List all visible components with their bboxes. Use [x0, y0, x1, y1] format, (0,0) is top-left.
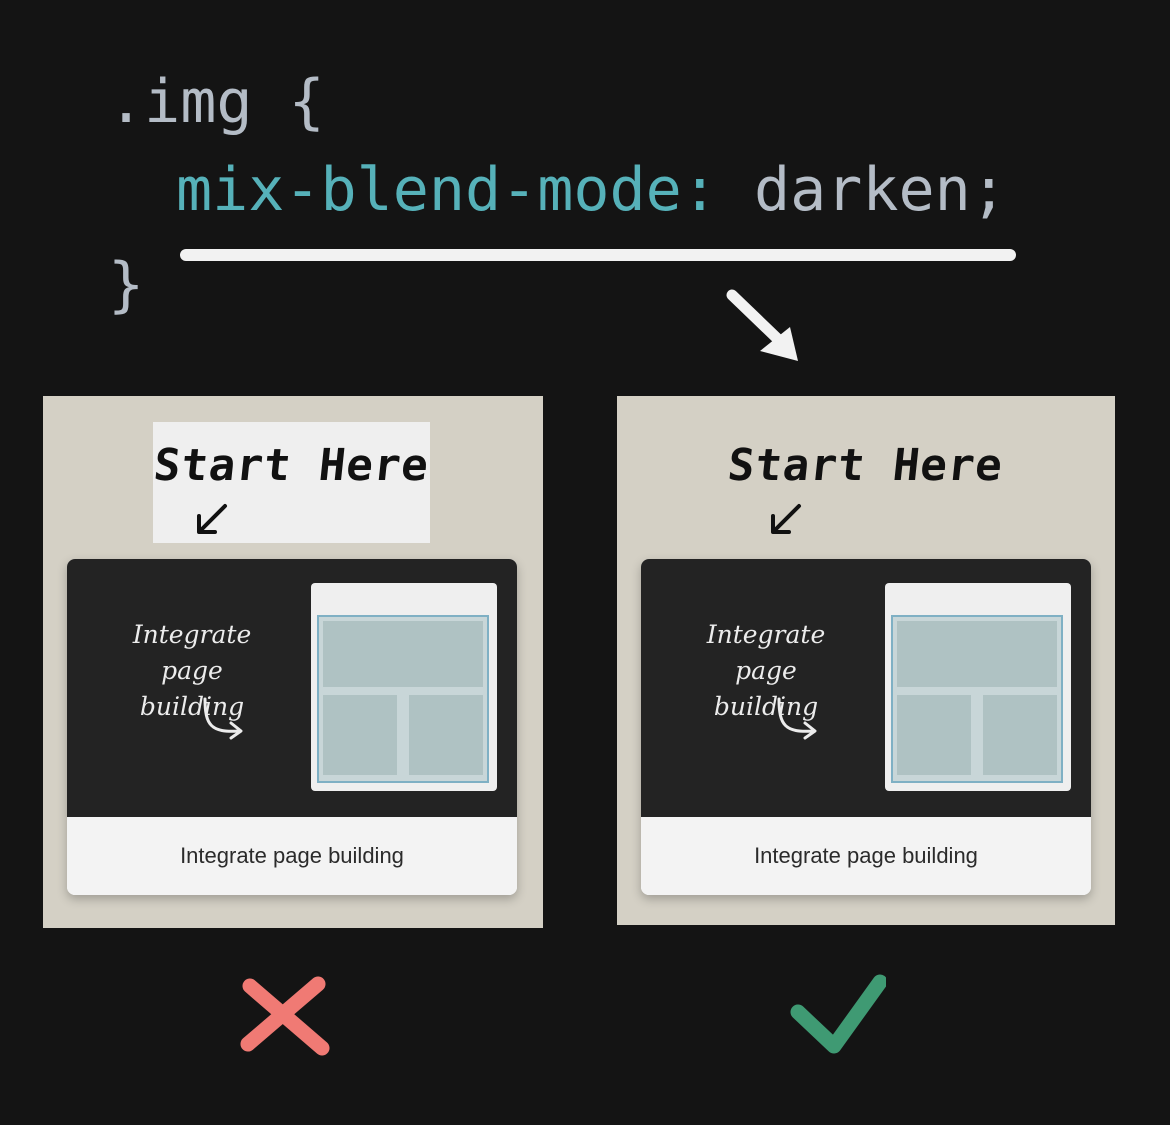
heading-image: Start Here — [725, 422, 1006, 543]
curved-arrow-icon — [203, 697, 243, 740]
code-closing-brace: } — [108, 250, 145, 320]
card-caption: Integrate page building — [180, 843, 404, 868]
code-value: darken; — [717, 155, 1007, 225]
down-left-arrow-icon — [771, 504, 801, 534]
card-hand-text: Integrate page building — [706, 620, 826, 721]
card-illustration: Integrate page building — [67, 559, 517, 817]
card-caption-bar: Integrate page building — [67, 817, 517, 895]
code-property: mix-blend-mode: — [176, 155, 718, 225]
heading-start-here: Start Here — [725, 440, 1006, 491]
heading-image: Start Here — [151, 422, 432, 543]
code-declaration: mix-blend-mode: darken; — [176, 160, 1007, 220]
page-layout-mockup — [311, 583, 497, 791]
card-illustration: Integrate page building — [641, 559, 1091, 817]
page-layout-mockup — [885, 583, 1071, 791]
example-panel-without-blend: Start Here Integrate page building — [43, 396, 543, 928]
feature-card: Integrate page building Integrate page b… — [67, 559, 517, 895]
card-hand-text: Integrate page building — [132, 620, 252, 721]
card-caption: Integrate page building — [754, 843, 978, 868]
code-underline — [180, 249, 1016, 261]
example-panel-with-blend: Start Here Integrate page building — [617, 396, 1115, 925]
feature-card: Integrate page building Integrate page b… — [641, 559, 1091, 895]
code-selector: .img { — [108, 67, 325, 137]
cross-icon — [240, 976, 330, 1056]
check-icon — [790, 974, 886, 1054]
heading-start-here: Start Here — [151, 440, 432, 491]
down-left-arrow-icon — [197, 504, 227, 534]
curved-arrow-icon — [777, 697, 817, 740]
pointer-arrow-icon — [726, 289, 798, 361]
card-caption-bar: Integrate page building — [641, 817, 1091, 895]
